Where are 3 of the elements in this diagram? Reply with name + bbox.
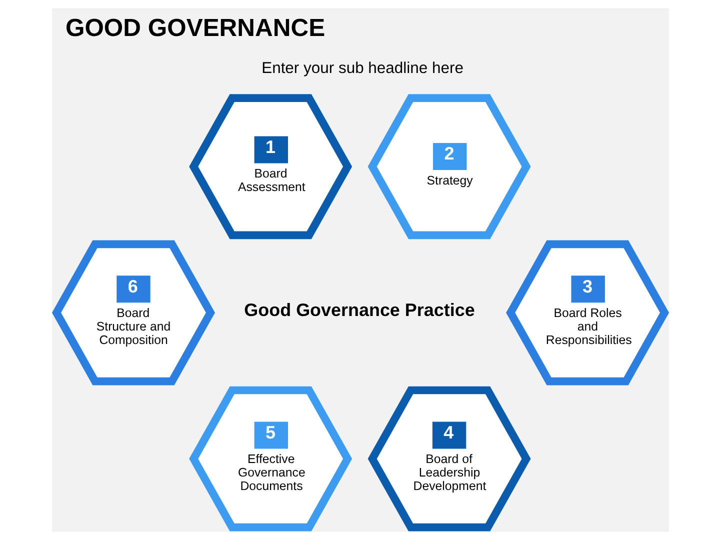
label: Enter your sub headline here xyxy=(261,60,463,77)
label: Good Governance Practice xyxy=(244,300,474,320)
diagram-title: GOOD GOVERNANCE xyxy=(64,14,325,42)
